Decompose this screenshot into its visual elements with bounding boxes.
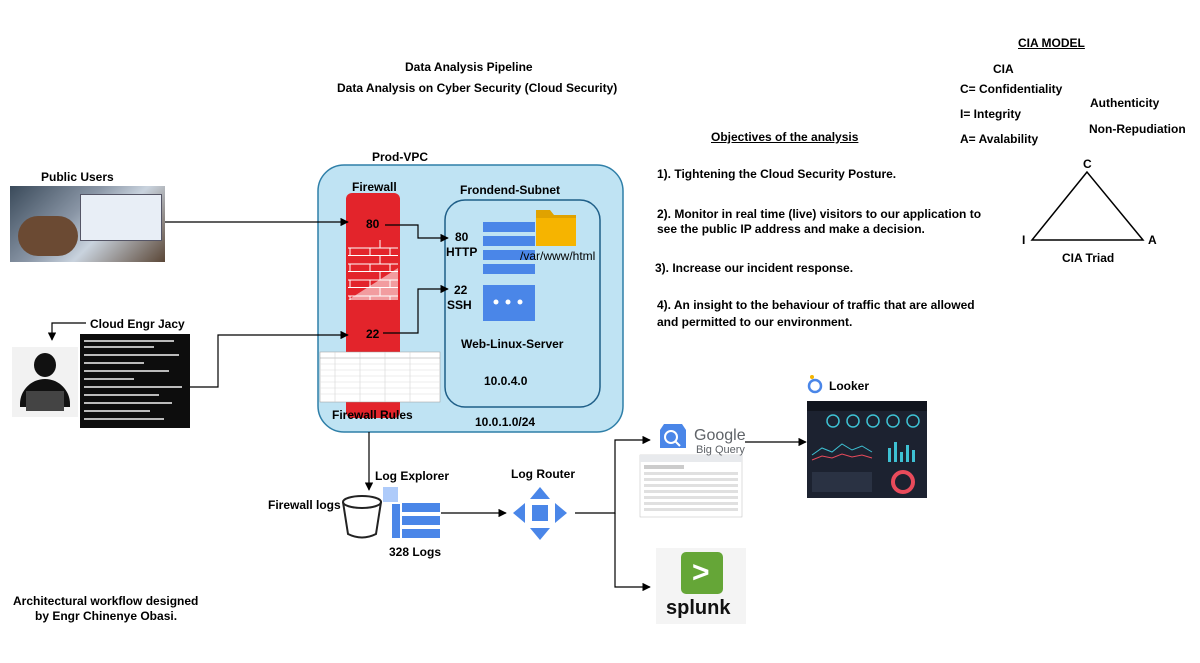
cia-non-repudiation: Non-Repudiation: [1089, 122, 1186, 136]
credit-line1: Architectural workflow designed: [13, 594, 199, 608]
http-label: HTTP: [446, 245, 478, 259]
vpc-cidr: 10.0.1.0/24: [475, 415, 536, 429]
triad-vertex-a: A: [1148, 233, 1157, 247]
firewall-rules-table: [319, 351, 441, 403]
server-label: Web-Linux-Server: [461, 337, 564, 351]
splunk-logo: [656, 548, 746, 624]
log-explorer-icon: [383, 487, 440, 538]
arrow-engr-label: [47, 322, 86, 341]
firewall-port-80: 80: [366, 217, 380, 231]
looker-label: Looker: [829, 379, 870, 393]
arrow-router-to-splunk: [614, 513, 651, 592]
http-port: 80: [455, 230, 469, 244]
bigquery-logo: [660, 424, 686, 448]
arrow-engr-to-firewall: [190, 330, 349, 388]
log-router-label: Log Router: [511, 467, 575, 481]
firewall-rules-label: Firewall Rules: [332, 408, 413, 422]
vpc-label: Prod-VPC: [372, 150, 429, 164]
firewall-logs-label: Firewall logs: [268, 498, 341, 512]
cia-label: CIA: [993, 62, 1014, 76]
arrow-port80-to-http: [385, 224, 449, 243]
title-line1: Data Analysis Pipeline: [405, 60, 533, 74]
title-line2: Data Analysis on Cyber Security (Cloud S…: [337, 81, 618, 95]
engineer-avatar: [12, 347, 78, 417]
cloud-engr-label: Cloud Engr Jacy: [90, 317, 185, 331]
objectives-heading: Objectives of the analysis: [711, 130, 859, 144]
arrow-port22-to-ssh: [383, 284, 449, 334]
terminal-screenshot: [80, 334, 190, 428]
folder-icon: [536, 210, 576, 246]
objective-2a: 2). Monitor in real time (live) visitors…: [657, 207, 982, 221]
cia-confidentiality: C= Confidentiality: [960, 82, 1063, 96]
server-ip: 10.0.4.0: [484, 374, 528, 388]
public-users-label: Public Users: [41, 170, 114, 184]
splunk-chevron: >: [692, 556, 710, 589]
triad-vertex-c: C: [1083, 157, 1092, 171]
bigquery-product: Big Query: [696, 444, 745, 456]
ssh-label: SSH: [447, 298, 472, 312]
looker-logo: [807, 375, 823, 394]
objective-2b: see the public IP address and make a dec…: [657, 222, 925, 236]
arrow-router-to-bigquery: [575, 435, 651, 514]
log-explorer-label: Log Explorer: [375, 469, 450, 483]
objective-1: 1). Tightening the Cloud Security Postur…: [657, 167, 897, 181]
log-router-icon: [513, 487, 567, 540]
web-root-path: /var/www/html: [520, 249, 596, 263]
bucket-icon: [342, 495, 382, 539]
looker-dashboard-thumbnail: [807, 401, 927, 498]
cia-integrity: I= Integrity: [960, 107, 1022, 121]
firewall-port-22: 22: [366, 327, 380, 341]
log-count: 328 Logs: [389, 545, 442, 559]
cia-triad-label: CIA Triad: [1062, 251, 1115, 265]
objective-3: 3). Increase our incident response.: [655, 261, 854, 275]
firewall-icon: [346, 193, 400, 418]
bigquery-console-thumbnail: [639, 454, 743, 518]
cia-authenticity: Authenticity: [1090, 96, 1160, 110]
subnet-label: Frondend-Subnet: [460, 183, 560, 197]
cia-triad-triangle: [1030, 170, 1145, 241]
cia-heading: CIA MODEL: [1018, 36, 1085, 50]
objective-4b: and permitted to our environment.: [657, 315, 853, 329]
triad-vertex-i: I: [1022, 233, 1026, 247]
credit-line2: by Engr Chinenye Obasi.: [35, 609, 178, 623]
ssh-port: 22: [454, 283, 468, 297]
public-users-photo: [10, 186, 165, 262]
splunk-wordmark: splunk: [666, 597, 731, 619]
bigquery-brand: Google: [694, 427, 746, 444]
firewall-label: Firewall: [352, 180, 397, 194]
objective-4a: 4). An insight to the behaviour of traff…: [657, 298, 975, 312]
cia-availability: A= Avalability: [960, 132, 1039, 146]
server-icon: [483, 222, 535, 321]
